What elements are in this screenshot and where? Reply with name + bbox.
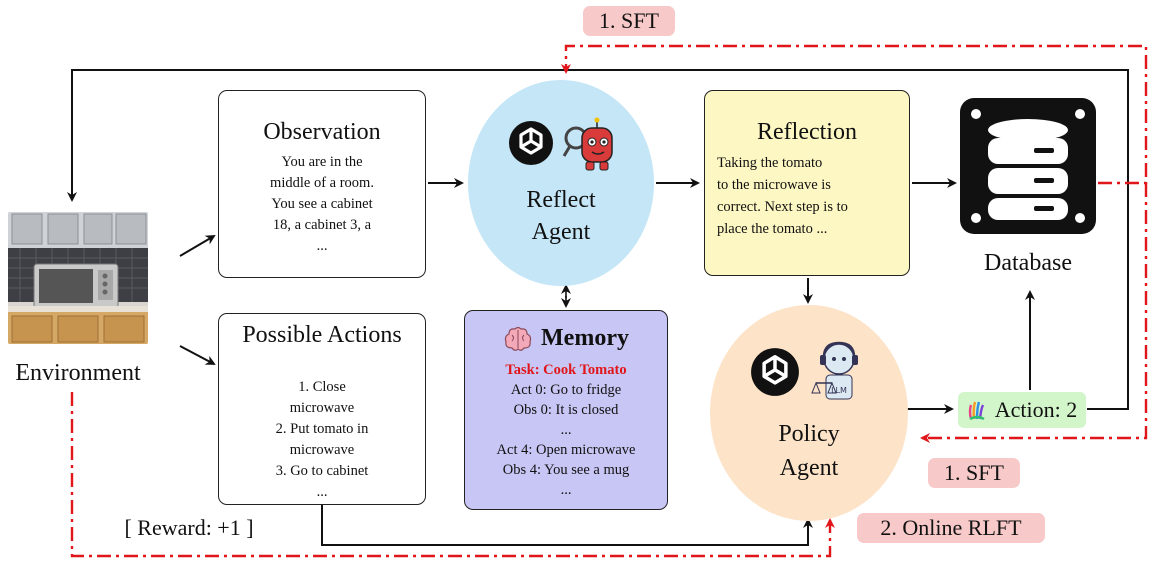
openai-logo-icon <box>508 120 554 166</box>
sft-badge-top: 1. SFT <box>583 6 675 36</box>
action-box: Action: 2 <box>958 392 1086 428</box>
environment-label: Environment <box>15 360 141 386</box>
brain-icon <box>503 326 533 352</box>
action-line: 2. Put tomato in <box>275 421 369 437</box>
observation-box: Observation You are in the middle of a r… <box>218 90 426 278</box>
reflection-box: Reflection Taking the tomato to the micr… <box>704 90 910 276</box>
robot-judge-icon: LLM <box>810 339 868 409</box>
memory-task: Task: Cook Tomato <box>505 362 627 378</box>
observation-title: Observation <box>263 119 381 145</box>
reflect-agent-label: Reflect Agent <box>468 184 654 248</box>
possible-actions-title: Possible Actions <box>242 322 402 348</box>
loop-action-to-env <box>67 69 1129 410</box>
memory-line: Obs 0: It is closed <box>513 402 619 418</box>
observation-line: You are in the <box>281 154 363 170</box>
memory-header: Memory <box>465 325 667 352</box>
rlft-path <box>70 392 835 558</box>
reflect-agent-line1: Reflect <box>526 187 596 213</box>
database-icon <box>958 96 1098 236</box>
action-label: Action: 2 <box>994 397 1078 422</box>
svg-text:LLM: LLM <box>831 386 847 395</box>
observation-line: middle of a room. <box>270 175 374 191</box>
meta-hand-icon <box>967 399 987 421</box>
action-line: microwave <box>289 400 355 416</box>
reflection-line: to the microwave is <box>717 177 831 193</box>
memory-content: Task: Cook Tomato Act 0: Go to fridge Ob… <box>465 360 667 500</box>
observation-line: You see a cabinet <box>271 196 373 212</box>
action-line: 1. Close <box>298 379 346 395</box>
observation-line: ... <box>316 238 328 254</box>
arrow-env-to-actions <box>179 345 216 365</box>
sft-path-top <box>561 44 1148 185</box>
reflection-line: correct. Next step is to <box>717 199 848 215</box>
online-rlft-badge: 2. Online RLFT <box>857 513 1045 543</box>
reward-label: [ Reward: +1 ] <box>124 515 254 540</box>
memory-line: Obs 4: You see a mug <box>502 462 630 478</box>
reflection-text: Taking the tomato to the microwave is co… <box>717 152 909 240</box>
possible-actions-list: 1. Close microwave 2. Put tomato in micr… <box>219 377 425 503</box>
memory-line: Act 4: Open microwave <box>496 442 636 458</box>
robot-magnifier-icon <box>562 116 620 174</box>
arrow-env-to-obs <box>179 234 216 257</box>
kitchen-microwave-image <box>8 212 148 344</box>
action-line: 3. Go to cabinet <box>275 463 369 479</box>
memory-line: ... <box>560 422 572 438</box>
action-line: microwave <box>289 442 355 458</box>
sft-badge-bottom: 1. SFT <box>928 458 1020 488</box>
memory-box: Memory Task: Cook Tomato Act 0: Go to fr… <box>464 310 668 510</box>
observation-text: You are in the middle of a room. You see… <box>219 152 425 257</box>
database-label: Database <box>984 250 1072 276</box>
reflection-line: place the tomato ... <box>717 221 828 237</box>
memory-line: Act 0: Go to fridge <box>510 382 622 398</box>
memory-line: ... <box>560 482 572 498</box>
reflection-line: Taking the tomato <box>717 155 823 171</box>
reflect-agent-circle: Reflect Agent <box>468 80 654 286</box>
sft-path-bottom <box>920 183 1148 443</box>
observation-line: 18, a cabinet 3, a <box>272 217 372 233</box>
policy-agent-line1: Policy <box>778 421 840 447</box>
possible-actions-box: Possible Actions 1. Close microwave 2. P… <box>218 313 426 505</box>
openai-logo-icon <box>750 347 800 397</box>
policy-agent-line2: Agent <box>779 455 839 481</box>
reflection-title: Reflection <box>757 119 857 145</box>
policy-agent-label: Policy Agent <box>710 417 908 485</box>
arrow-actions-to-policy <box>321 505 813 546</box>
memory-title: Memory <box>541 325 629 351</box>
reflect-agent-line2: Agent <box>531 219 591 245</box>
policy-agent-circle: LLM Policy Agent <box>710 305 908 521</box>
action-line: ... <box>316 484 328 500</box>
